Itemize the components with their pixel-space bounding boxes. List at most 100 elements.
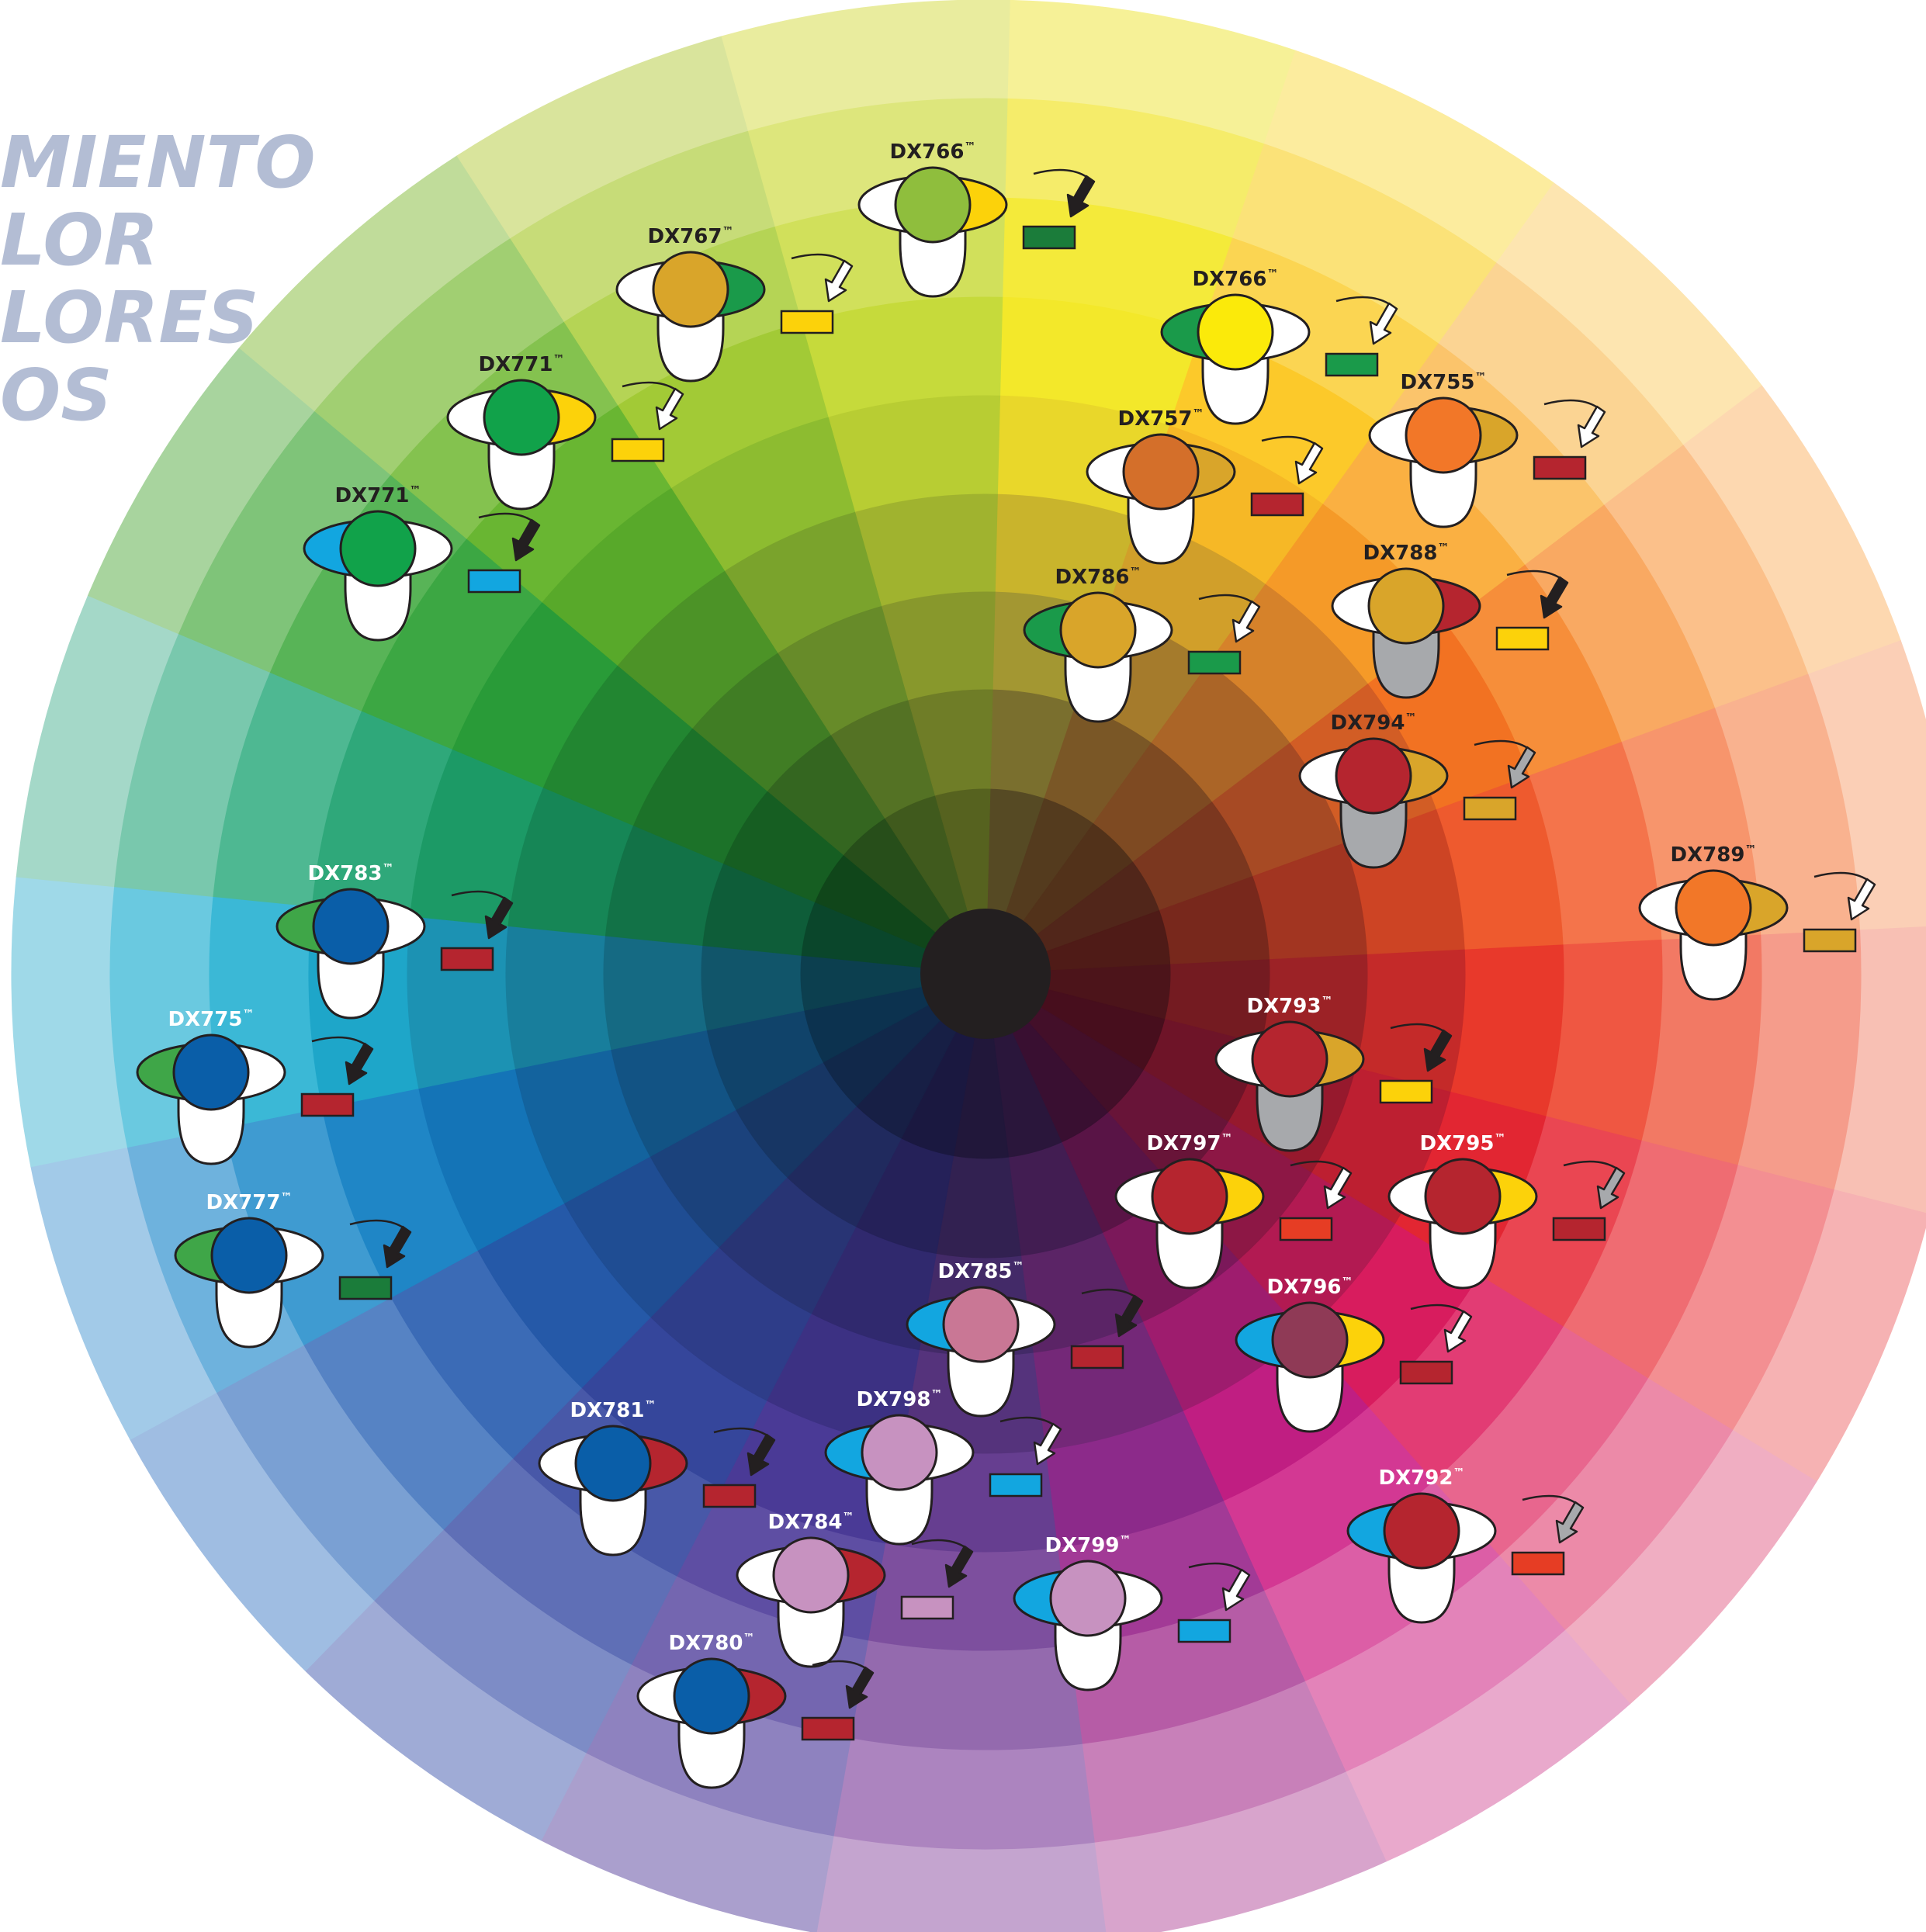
marker-color-dot [483,379,560,456]
marker-swatch [1325,352,1379,377]
wheel-segments [11,0,1926,1932]
marker-arrow-icon [1443,1310,1473,1353]
filter-label: DX775™ [168,1007,255,1031]
marker-swatch [1177,1619,1231,1643]
filter-marker: DX767™ [615,224,854,383]
filter-marker: DX798™ [824,1387,1062,1546]
filter-marker: DX784™ [736,1510,974,1668]
marker-swatch [1803,928,1857,953]
marker-arrow-icon [511,518,541,562]
filter-label: DX780™ [669,1631,755,1655]
marker-swatch [780,310,834,334]
marker-swatch [1399,1360,1453,1385]
marker-swatch [1250,492,1304,517]
marker-curve [451,890,507,901]
marker-arrow-icon [1540,576,1569,619]
filter-label: DX798™ [857,1387,943,1411]
wheel-cell [407,916,516,1089]
marker-color-dot [210,1217,288,1294]
marker-arrow-icon [484,896,514,940]
title-line-4: OS [0,354,113,437]
filter-label: DX777™ [206,1190,293,1214]
marker-swatch [1511,1551,1565,1576]
filter-marker: DX789™ [1638,843,1876,1001]
marker-color-dot [1197,293,1274,371]
marker-color-dot [673,1657,750,1735]
marker-curve [713,1427,769,1438]
marker-arrow-icon [1294,441,1324,485]
marker-color-dot [1122,433,1200,511]
marker-arrow-icon [746,1433,776,1477]
marker-swatch [611,438,665,462]
marker-curve [1563,1160,1619,1171]
marker-curve [1543,399,1599,410]
marker-curve [1335,296,1391,306]
filter-label: DX792™ [1379,1466,1465,1490]
wheel-cell [505,925,612,1070]
wheel-cell [603,935,708,1051]
marker-swatch [300,1092,355,1117]
filter-marker: DX777™ [174,1190,412,1349]
marker-color-dot [1271,1301,1349,1379]
filter-marker: DX780™ [636,1631,875,1789]
marker-swatch [1022,225,1076,250]
marker-swatch [989,1473,1043,1497]
wheel-cell [833,1737,1095,1850]
marker-arrow-icon [1423,1029,1453,1072]
marker-arrow-icon [1033,1422,1062,1466]
marker-curve [1506,570,1562,580]
marker-color-dot [1251,1020,1328,1098]
filter-marker: DX796™ [1235,1275,1473,1433]
filter-marker: DX793™ [1214,994,1453,1152]
filter-marker: DX792™ [1346,1466,1585,1624]
filter-label: DX788™ [1363,541,1450,565]
marker-curve [1390,1023,1446,1034]
title-line-3: LORES [0,276,259,359]
marker-color-dot [1383,1492,1460,1570]
marker-arrow-icon [944,1545,974,1588]
filter-label: DX771™ [335,483,421,507]
filter-marker: DX766™ [857,140,1096,298]
filter-marker: DX771™ [303,483,541,642]
filter-label: DX794™ [1331,711,1417,735]
filter-label: DX786™ [1055,565,1141,589]
filter-label: DX799™ [1045,1533,1131,1557]
filter-marker: DX775™ [136,1007,374,1165]
marker-curve [1188,1562,1244,1573]
marker-arrow-icon [1231,600,1261,643]
marker-swatch [1187,650,1242,675]
marker-curve [911,1539,967,1549]
marker-arrow-icon [655,387,684,431]
marker-color-dot [1367,567,1445,645]
partial-title: MIENTO LOR LORES OS [0,124,316,435]
marker-swatch [900,1595,954,1620]
filter-marker: DX795™ [1387,1131,1626,1290]
wheel-cell [11,876,128,1168]
marker-color-dot [1335,737,1412,815]
marker-arrow-icon [1114,1294,1144,1338]
marker-arrow-icon [345,1042,374,1085]
wheel-cell [850,1639,1083,1750]
marker-swatch [1463,796,1517,821]
filter-label: DX793™ [1247,994,1333,1018]
marker-arrow-icon [845,1666,875,1709]
marker-color-dot [861,1414,938,1491]
marker-curve [1290,1160,1346,1171]
marker-curve [791,253,847,264]
marker-curve [478,512,534,523]
filter-marker: DX766™ [1160,267,1398,425]
filter-label: DX784™ [768,1510,854,1534]
filter-label: DX757™ [1118,407,1204,431]
marker-curve [1198,594,1254,604]
filter-marker: DX755™ [1368,370,1606,528]
marker-color-dot [1151,1158,1228,1235]
filter-label: DX796™ [1267,1275,1353,1299]
marker-color-dot [772,1536,850,1614]
marker-curve [349,1219,405,1230]
marker-curve [1813,871,1869,882]
filter-marker: DX788™ [1331,541,1569,699]
wheel-cell [816,1835,1107,1932]
marker-color-dot [1049,1560,1127,1637]
marker-swatch [1279,1217,1333,1241]
marker-curve [812,1660,868,1671]
